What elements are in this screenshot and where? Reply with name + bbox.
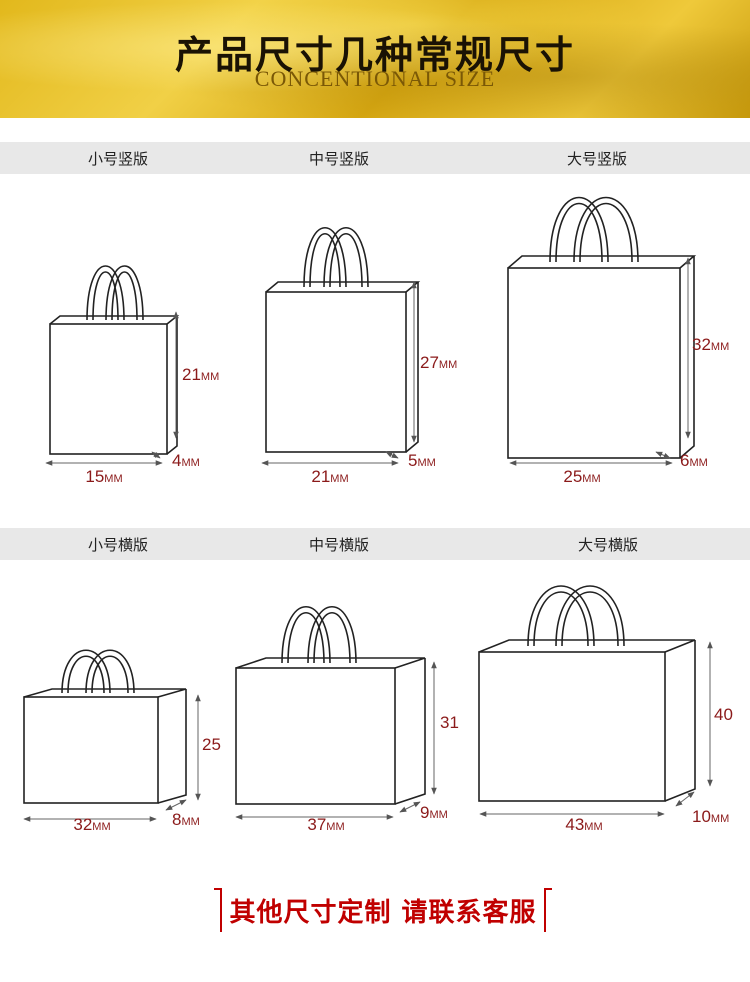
width-label-medium-horizontal: 37MM	[307, 815, 344, 834]
bag-handle-front-inner-medium-horizontal	[313, 611, 351, 664]
bag-handle-front-large-horizontal	[555, 585, 625, 647]
depth-arrow-large-horizontal	[675, 791, 695, 807]
bag-handle-back-medium-vertical	[303, 227, 347, 288]
width-label-small-horizontal: 32MM	[73, 815, 110, 834]
bag-handle-front-inner-small-horizontal	[91, 655, 129, 694]
bag-top-large-vertical	[507, 255, 697, 269]
bag-handle-front-medium-vertical	[323, 227, 369, 288]
depth-label-large-horizontal: 10MM	[692, 807, 729, 826]
height-label-medium-vertical: 27MM	[420, 353, 457, 372]
bag-handle-back-large-vertical	[549, 196, 609, 263]
width-label-small-vertical: 15MM	[85, 467, 122, 486]
bag-label-large-vertical: 大号竖版	[566, 150, 627, 168]
bag-side-small-horizontal	[157, 689, 187, 804]
bag-handle-back-inner-large-vertical	[555, 202, 603, 263]
width-label-large-horizontal: 43MM	[565, 815, 602, 834]
depth-arrow-large-vertical	[655, 451, 671, 459]
depth-arrow-small-horizontal	[165, 799, 187, 811]
bag-label-small-vertical: 小号竖版	[87, 150, 148, 168]
bag-handle-back-inner-medium-horizontal	[287, 611, 325, 664]
height-label-large-vertical: 32MM	[692, 335, 729, 354]
bag-handle-back-large-horizontal	[527, 585, 595, 647]
bag-front-large-vertical	[507, 267, 681, 459]
bag-handle-front-large-vertical	[573, 196, 639, 263]
bag-label-medium-horizontal: 中号横版	[308, 536, 369, 554]
vertical-section-bar: 小号竖版 中号竖版 大号竖版	[0, 142, 750, 174]
depth-label-small-horizontal: 8MM	[172, 810, 200, 829]
bag-handle-front-inner-large-vertical	[579, 202, 633, 263]
bag-handle-back-medium-horizontal	[281, 606, 331, 664]
bag-handle-back-small-horizontal	[61, 649, 111, 694]
bag-side-large-vertical	[679, 256, 695, 459]
bag-handle-back-inner-large-horizontal	[533, 591, 589, 647]
bag-side-large-horizontal	[664, 640, 696, 802]
bag-label-small-horizontal: 小号横版	[87, 536, 148, 554]
depth-label-small-vertical: 4MM	[172, 451, 200, 470]
bag-front-small-vertical	[49, 323, 168, 455]
bag-front-medium-vertical	[265, 291, 407, 453]
bag-front-medium-horizontal	[235, 667, 396, 805]
bag-top-small-horizontal	[23, 688, 187, 698]
page-title: 产品尺寸几种常规尺寸	[174, 33, 575, 77]
bag-handle-back-small-vertical	[86, 265, 125, 321]
footer-tick-left	[214, 888, 222, 890]
width-label-large-vertical: 25MM	[563, 467, 600, 486]
bag-top-small-vertical	[49, 315, 180, 325]
bag-handle-front-inner-medium-vertical	[329, 232, 363, 288]
bag-front-small-horizontal	[23, 696, 159, 804]
bag-label-medium-vertical: 中号竖版	[308, 150, 369, 168]
custom-size-text: 其他尺寸定制 请联系客服	[229, 898, 537, 928]
height-label-large-horizontal: 40	[714, 705, 733, 724]
bag-top-large-horizontal	[478, 639, 696, 653]
bag-handle-back-inner-small-vertical	[92, 271, 119, 321]
bag-label-large-horizontal: 大号横版	[577, 536, 638, 554]
bag-top-medium-vertical	[265, 281, 421, 293]
height-label-small-vertical: 21MM	[182, 365, 219, 384]
height-label-medium-horizontal: 31	[440, 713, 459, 732]
bag-handle-front-inner-small-vertical	[111, 271, 138, 321]
bag-handle-front-medium-horizontal	[307, 606, 357, 664]
depth-arrow-medium-vertical	[385, 451, 399, 459]
page-subtitle: CONCENTIONAL SIZE	[254, 66, 496, 91]
bag-handle-front-inner-large-horizontal	[561, 591, 619, 647]
footer-tick-right	[544, 888, 552, 890]
depth-arrow-medium-horizontal	[399, 801, 421, 813]
depth-arrow-small-vertical	[151, 451, 161, 459]
width-label-medium-vertical: 21MM	[311, 467, 348, 486]
bag-side-medium-vertical	[405, 282, 419, 453]
bag-handle-back-inner-small-horizontal	[67, 655, 105, 694]
bag-handle-back-inner-medium-vertical	[309, 232, 341, 288]
height-label-small-horizontal: 25	[202, 735, 221, 754]
custom-size-notice: 其他尺寸定制 请联系客服	[214, 888, 552, 932]
bag-handle-front-small-vertical	[105, 265, 144, 321]
bag-top-medium-horizontal	[235, 657, 426, 669]
bag-handle-front-small-horizontal	[85, 649, 135, 694]
bag-front-large-horizontal	[478, 651, 666, 802]
depth-label-medium-vertical: 5MM	[408, 451, 436, 470]
horizontal-section-bar: 小号横版 中号横版 大号横版	[0, 528, 750, 560]
header-banner: 产品尺寸几种常规尺寸 CONCENTIONAL SIZE	[0, 0, 750, 118]
depth-label-large-vertical: 6MM	[680, 451, 708, 470]
depth-label-medium-horizontal: 9MM	[420, 803, 448, 822]
bag-side-medium-horizontal	[394, 658, 426, 805]
